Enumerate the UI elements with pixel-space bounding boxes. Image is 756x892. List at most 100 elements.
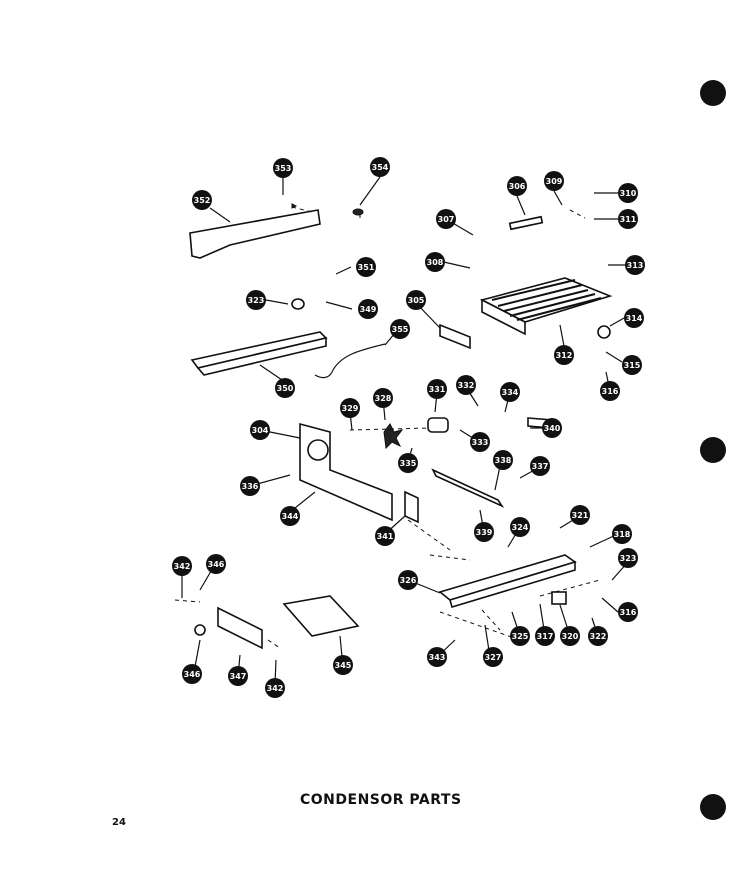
callout-bubble [507,176,527,196]
callout-333: 333 [470,432,490,452]
callout-label: 318 [614,530,631,539]
callout-bubble [436,209,456,229]
callout-label: 304 [252,426,269,435]
callout-label: 305 [408,296,425,305]
callout-bubble [358,299,378,319]
callout-bubble [425,252,445,272]
callout-label: 314 [626,314,643,323]
callout-label: 346 [184,670,201,679]
callout-label: 338 [495,456,512,465]
callout-bubble [554,345,574,365]
callout-label: 313 [627,261,644,270]
callout-label: 306 [509,182,526,191]
callout-bubble [333,655,353,675]
callout-339: 339 [474,522,494,542]
callout-317: 317 [535,626,555,646]
callout-label: 323 [248,296,265,305]
callout-label: 336 [242,482,259,491]
callout-318: 318 [612,524,632,544]
callout-bubble [500,382,520,402]
callout-bubble [456,375,476,395]
callout-bubble [228,666,248,686]
callout-327: 327 [483,647,503,667]
callout-332: 332 [456,375,476,395]
part-motor-331 [427,417,449,433]
callout-314: 314 [624,308,644,328]
callout-label: 311 [620,215,637,224]
part-grommet-314 [597,325,611,339]
callout-322: 322 [588,626,608,646]
callout-334: 334 [500,382,520,402]
callout-355: 355 [390,319,410,339]
callout-label: 346 [208,560,225,569]
callout-label: 355 [392,325,409,334]
callout-bubble [427,379,447,399]
callout-bubble [624,308,644,328]
part-bracket-347 [217,606,263,650]
callout-323: 323 [618,548,638,568]
callout-label: 327 [485,653,502,662]
part-bracket-341 [404,490,419,524]
callout-bubble [474,522,494,542]
part-washer-346 [194,624,206,636]
callout-label: 341 [377,532,394,541]
leader-lines [181,176,629,685]
part-cable-355 [314,343,386,379]
callout-label: 342 [174,562,191,571]
callout-label: 328 [375,394,392,403]
callout-bubble [510,626,530,646]
callout-343: 343 [427,647,447,667]
callout-313: 313 [625,255,645,275]
callout-336: 336 [240,476,260,496]
callout-label: 353 [275,164,292,173]
callout-337: 337 [530,456,550,476]
callout-bubble [618,548,638,568]
callout-label: 337 [532,462,549,471]
callout-323: 323 [246,290,266,310]
callout-label: 320 [562,632,579,641]
callout-bubble [406,290,426,310]
callout-label: 326 [400,576,417,585]
callout-label: 316 [602,387,619,396]
callout-351: 351 [356,257,376,277]
callout-311: 311 [618,209,638,229]
callout-305: 305 [406,290,426,310]
callout-304: 304 [250,420,270,440]
callout-331: 331 [427,379,447,399]
callout-bubble [275,378,295,398]
callout-bubble [560,626,580,646]
binder-hole-middle [700,437,726,463]
callout-320: 320 [560,626,580,646]
callout-bubble [192,190,212,210]
callout-label: 344 [282,512,299,521]
part-bracket-305 [439,323,471,350]
callout-352: 352 [192,190,212,210]
part-fan-blade-328 [383,423,404,450]
callout-bubble [370,157,390,177]
callout-bubble [483,647,503,667]
callout-350: 350 [275,378,295,398]
callout-bubble [265,678,285,698]
callout-341: 341 [375,526,395,546]
callout-bubble [600,381,620,401]
part-fan-plate-304 [299,422,393,522]
callout-label: 324 [512,523,529,532]
callout-bubble [398,570,418,590]
part-grommet-354 [352,208,364,216]
binder-hole-top [700,80,726,106]
callout-316: 316 [618,602,638,622]
part-drain-trough-326-face [449,560,576,608]
callout-329: 329 [340,398,360,418]
callout-bubble [206,554,226,574]
callout-316: 316 [600,381,620,401]
callout-353: 353 [273,158,293,178]
part-condenser-coil-312-fins [491,279,602,321]
callout-bubble [622,355,642,375]
callout-344: 344 [280,506,300,526]
callout-bubble [570,505,590,525]
callout-bubble [182,664,202,684]
callout-bubble [390,319,410,339]
callout-321: 321 [570,505,590,525]
callout-bubble [493,450,513,470]
assembly-lines [174,206,601,649]
